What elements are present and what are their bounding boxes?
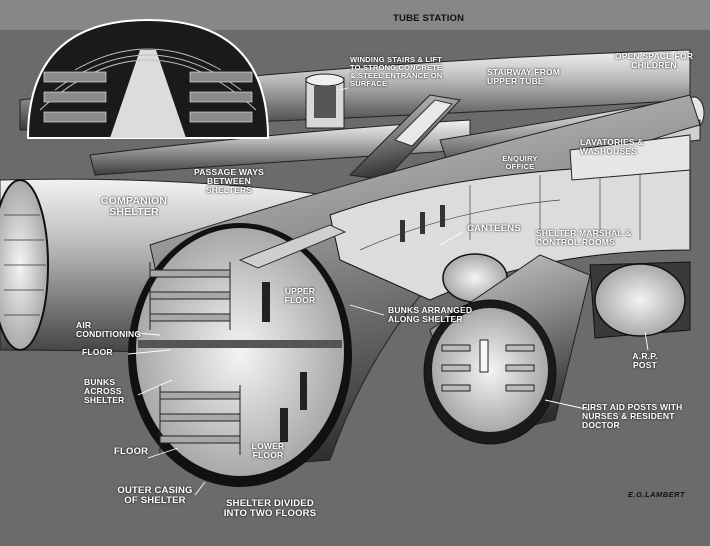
label-bunks-across: BUNKS ACROSS SHELTER (84, 377, 125, 405)
mid-floor (138, 340, 342, 348)
arp-post-interior (594, 263, 686, 337)
companion-shelter-bunks (4, 214, 46, 316)
label-first-aid: FIRST AID POSTS WITH NURSES & RESIDENT D… (582, 402, 683, 430)
lift-shaft-top (305, 73, 345, 87)
label-arp-post: A.R.P. POST (632, 351, 658, 370)
label-enquiry-office: ENQUIRY OFFICE (502, 154, 538, 171)
nurse-figure (479, 339, 489, 373)
cutaway-details (359, 170, 641, 251)
label-canteens: CANTEENS (467, 223, 521, 234)
artist-signature: E.G.LAMBERT (628, 490, 686, 499)
first-aid-interior (432, 308, 548, 432)
leader-lines (127, 87, 649, 496)
label-lower-floor: LOWER FLOOR (251, 441, 285, 460)
label-open-space: OPEN SPACE FOR CHILDREN (614, 51, 694, 70)
label-shelter-marshal: SHELTER MARSHAL & CONTROL ROOMS (536, 228, 632, 247)
upper-corridor (238, 224, 347, 269)
label-winding-stairs: WINDING STAIRS & LIFT TO STRONG CONCRETE… (350, 55, 443, 88)
inset-corridor (110, 50, 186, 138)
label-floor-lower: FLOOR (114, 446, 149, 457)
first-aid-beds (441, 344, 535, 392)
label-air-conditioning: AIR CONDITIONING (76, 320, 142, 339)
label-floor-upper: FLOOR (82, 347, 113, 357)
label-lavatories: LAVATORIES & WASHOUSES (580, 137, 644, 156)
lift-shaft-opening (314, 86, 336, 118)
label-bunks-along: BUNKS ARRANGED ALONG SHELTER (388, 305, 473, 324)
label-tube-station: TUBE STATION (393, 13, 465, 24)
label-passage-ways: PASSAGE WAYS BETWEEN SHELTERS (194, 167, 264, 195)
label-shelter-divided: SHELTER DIVIDED INTO TWO FLOORS (223, 498, 317, 519)
label-stairway: STAIRWAY FROM UPPER TUBE (487, 67, 561, 86)
label-outer-casing: OUTER CASING OF SHELTER (117, 485, 193, 506)
lower-bunks (159, 385, 241, 455)
label-upper-floor: UPPER FLOOR (284, 286, 316, 305)
lavatories-block (569, 134, 691, 181)
inset-bunks (43, 71, 253, 123)
upper-bunks (149, 262, 231, 330)
label-companion-shelter: COMPANION SHELTER (100, 195, 168, 219)
shelter-figures (262, 282, 307, 442)
stairway-interior (394, 99, 453, 147)
